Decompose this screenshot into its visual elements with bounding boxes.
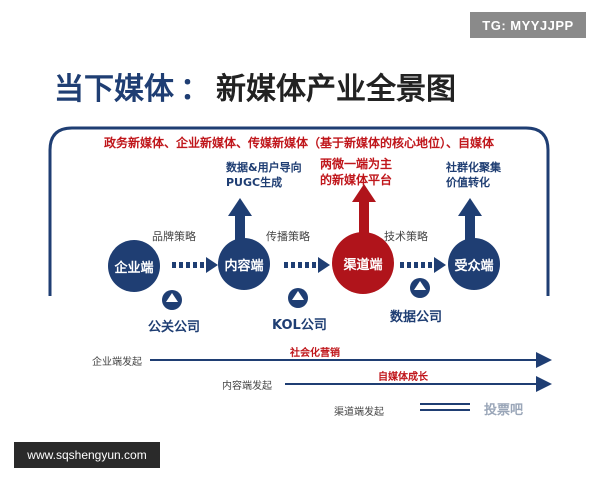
- start-enterprise: 企业端发起: [92, 357, 142, 368]
- up-arrow-community: [458, 198, 482, 244]
- node-enterprise-label: 企业端: [114, 260, 154, 276]
- strategy-brand: 品牌策略: [152, 230, 196, 243]
- corner-mark: 投票吧: [484, 403, 524, 418]
- page-title: 当下媒体：新媒体产业全景图: [54, 64, 456, 108]
- strategy-distribution: 传播策略: [266, 230, 310, 243]
- note-content-line2: PUGC生成: [226, 176, 283, 189]
- track-self-media: 自媒体成长: [378, 372, 428, 383]
- site-watermark: www.sqshengyun.com: [14, 442, 160, 468]
- flow-arrow-2: [284, 257, 330, 273]
- up-arrow-channel: [352, 184, 376, 234]
- title-rest: 新媒体产业全景图: [216, 72, 456, 107]
- company-data: 数据公司: [390, 310, 443, 325]
- strategy-technology: 技术策略: [384, 230, 428, 243]
- company-kol: KOL公司: [272, 318, 327, 333]
- node-content-label: 内容端: [224, 258, 264, 274]
- node-audience-label: 受众端: [454, 258, 494, 274]
- note-channel-line1: 两微一端为主: [320, 157, 393, 171]
- telegram-tag: TG: MYYJJPP: [470, 12, 586, 38]
- node-channel-label: 渠道端: [343, 257, 383, 273]
- flow-arrow-1: [172, 257, 218, 273]
- note-channel-line2: 的新媒体平台: [320, 173, 393, 187]
- title-main: 当下媒体: [54, 72, 174, 107]
- start-channel: 渠道端发起: [334, 407, 384, 418]
- title-colon: ：: [180, 72, 210, 107]
- node-channel: 渠道端: [332, 232, 394, 294]
- note-community: 社群化聚集 价值转化: [446, 160, 501, 190]
- note-channel-platform: 两微一端为主 的新媒体平台: [320, 156, 392, 188]
- note-community-line2: 价值转化: [446, 176, 490, 189]
- company-arrow-2: [288, 288, 308, 308]
- arch-frame: [48, 126, 550, 296]
- track-social-marketing: 社会化营销: [290, 348, 340, 359]
- flow-arrow-3: [400, 257, 446, 273]
- node-content: 内容端: [218, 238, 270, 290]
- note-community-line1: 社群化聚集: [446, 161, 501, 174]
- node-audience: 受众端: [448, 238, 500, 290]
- note-content-line1: 数据&用户导向: [226, 161, 302, 174]
- start-content: 内容端发起: [222, 381, 272, 392]
- company-pr: 公关公司: [148, 320, 201, 335]
- company-arrow-3: [410, 278, 430, 298]
- up-arrow-content: [228, 198, 252, 244]
- top-banner: 政务新媒体、企业新媒体、传媒新媒体（基于新媒体的核心地位）、自媒体: [104, 136, 495, 150]
- note-content-driven: 数据&用户导向 PUGC生成: [226, 160, 302, 190]
- company-arrow-1: [162, 290, 182, 310]
- node-enterprise: 企业端: [108, 240, 160, 292]
